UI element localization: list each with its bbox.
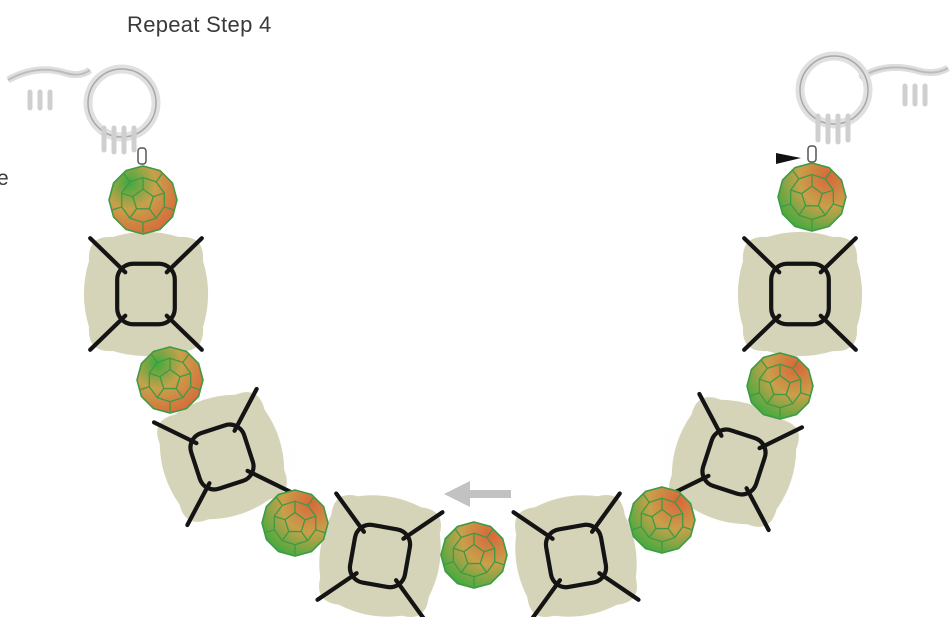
needle-pointer-icon — [776, 153, 801, 164]
small-bead-3 — [261, 489, 329, 557]
large-bead-6 — [737, 231, 863, 357]
large-bead-3 — [315, 491, 445, 617]
step-title: Repeat Step 4 — [127, 12, 272, 37]
right-clasp — [795, 51, 950, 163]
small-bead-6 — [746, 352, 814, 420]
large-bead-5 — [663, 391, 805, 533]
small-bead-7 — [777, 162, 847, 232]
small-bead-4 — [440, 521, 508, 589]
small-bead-5 — [628, 486, 696, 554]
small-bead-2 — [136, 346, 204, 414]
large-bead-4 — [511, 491, 641, 617]
bead-strand — [83, 162, 863, 617]
small-bead-1 — [108, 165, 178, 235]
cut-off-text: e — [0, 167, 9, 190]
left-clasp — [6, 64, 161, 165]
left-arrow-icon — [444, 481, 511, 507]
large-bead-1 — [83, 231, 209, 357]
large-bead-2 — [151, 386, 293, 528]
